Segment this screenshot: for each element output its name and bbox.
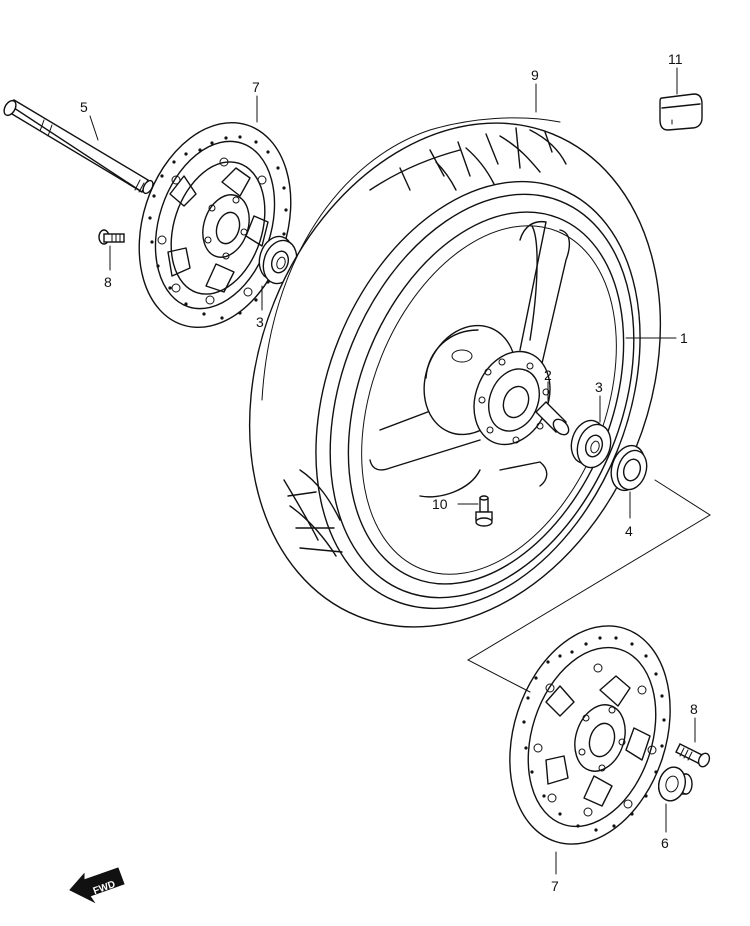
callout-6: 6	[661, 835, 669, 851]
callout-5: 5	[80, 99, 88, 115]
assembly-connector-lines	[466, 119, 711, 693]
callout-7-upper: 7	[252, 79, 260, 95]
part-balance-weight	[659, 93, 703, 131]
callout-1: 1	[680, 330, 688, 346]
callout-7-lower: 7	[551, 878, 559, 894]
callouts: 5 8 7 3 9 1 2 3 4 10 11 8 6 7	[80, 51, 698, 894]
leader-lines	[89, 67, 696, 875]
part-valve	[475, 495, 493, 527]
part-spacer	[535, 401, 570, 436]
fwd-arrow-icon	[69, 867, 125, 904]
part-bolt-lower	[675, 743, 711, 768]
part-collar	[657, 766, 693, 802]
part-brake-disc-lower	[509, 625, 671, 845]
callout-2: 2	[544, 367, 552, 383]
callout-4: 4	[625, 523, 633, 539]
part-bearing-lower	[570, 419, 612, 469]
callout-8-upper: 8	[104, 274, 112, 290]
part-axle	[3, 99, 154, 195]
callout-9: 9	[531, 67, 539, 83]
part-tire-and-wheel	[248, 117, 662, 628]
fwd-direction-badge: FWD	[69, 867, 125, 904]
callout-10: 10	[432, 496, 448, 512]
callout-3-lower: 3	[595, 379, 603, 395]
callout-3-upper: 3	[256, 314, 264, 330]
part-brake-disc-upper	[138, 121, 292, 329]
callout-11: 11	[668, 51, 683, 67]
part-bolt-upper	[98, 229, 125, 245]
part-dust-seal	[610, 444, 648, 492]
callout-8-lower: 8	[690, 701, 698, 717]
